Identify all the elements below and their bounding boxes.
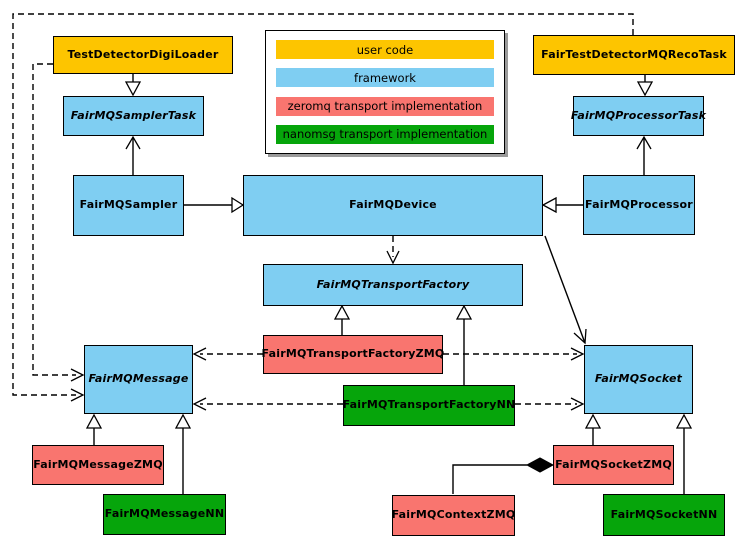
inheritance-arrow-recotask-processortask bbox=[636, 75, 654, 97]
association-arrow-processor-processortask bbox=[636, 135, 652, 175]
legend-label: framework bbox=[354, 70, 416, 85]
composition-diamond-socketzmq-contextzmq bbox=[452, 457, 555, 494]
dependency-arrow-loader-message bbox=[32, 63, 85, 382]
dependency-arrow-factorynn-socket bbox=[515, 397, 585, 411]
class-box-fairmqsamplertask: FairMQSamplerTask bbox=[63, 96, 204, 136]
inheritance-arrow-processor-device bbox=[541, 196, 583, 214]
legend-item-nanomsg: nanomsg transport implementation bbox=[276, 124, 494, 144]
legend-item-zeromq: zeromq transport implementation bbox=[276, 96, 494, 116]
class-box-fairmqdevice: FairMQDevice bbox=[243, 175, 543, 236]
legend-label: zeromq transport implementation bbox=[287, 99, 483, 114]
dependency-arrow-factorynn-message bbox=[192, 397, 343, 411]
class-box-fairmqtransportfactorynn: FairMQTransportFactoryNN bbox=[343, 385, 515, 426]
class-box-fairmqtransportfactoryzmq: FairMQTransportFactoryZMQ bbox=[262, 335, 444, 374]
class-box-fairtestdetectormqrecotask: FairTestDetectorMQRecoTask bbox=[533, 35, 735, 75]
class-box-fairmqmessagezmq: FairMQMessageZMQ bbox=[32, 445, 164, 485]
class-box-fairmqsocket: FairMQSocket bbox=[584, 345, 693, 414]
class-box-fairmqmessage: FairMQMessage bbox=[84, 345, 193, 414]
association-arrow-device-socket bbox=[544, 235, 587, 345]
inheritance-arrow-sampler-device bbox=[184, 196, 245, 214]
class-box-fairmqsocketnn: FairMQSocketNN bbox=[603, 494, 725, 536]
dependency-arrow-recotask-message bbox=[12, 13, 634, 402]
class-box-fairmqtransportfactory: FairMQTransportFactory bbox=[263, 264, 523, 306]
dependency-arrow-device-factory bbox=[386, 236, 400, 265]
inheritance-arrow-messagezmq-message bbox=[85, 413, 103, 445]
inheritance-arrow-socketzmq-socket bbox=[584, 413, 602, 445]
legend-item-user-code: user code bbox=[276, 40, 494, 59]
association-arrow-sampler-samplertask bbox=[125, 135, 141, 175]
legend-label: nanomsg transport implementation bbox=[282, 127, 488, 142]
class-box-fairmqmessagenn: FairMQMessageNN bbox=[103, 494, 226, 535]
inheritance-arrow-messagenn-message bbox=[174, 413, 192, 494]
legend-box: user code framework zeromq transport imp… bbox=[265, 30, 505, 154]
class-box-testdetectordigiloader: TestDetectorDigiLoader bbox=[53, 36, 233, 74]
class-box-fairmqcontextzmq: FairMQContextZMQ bbox=[392, 495, 515, 536]
inheritance-arrow-factoryzmq-factory bbox=[333, 304, 351, 335]
class-box-fairmqsampler: FairMQSampler bbox=[73, 175, 184, 236]
class-box-fairmqprocessor: FairMQProcessor bbox=[583, 175, 695, 235]
dependency-arrow-factoryzmq-socket bbox=[443, 347, 585, 361]
inheritance-arrow-factorynn-factory bbox=[455, 304, 473, 385]
class-box-fairmqsocketzmq: FairMQSocketZMQ bbox=[553, 445, 674, 485]
legend-label: user code bbox=[356, 42, 414, 57]
inheritance-arrow-socketnn-socket bbox=[675, 413, 693, 494]
dependency-arrow-factoryzmq-message bbox=[192, 347, 263, 361]
inheritance-arrow-loader-samplertask bbox=[124, 74, 142, 97]
legend-item-framework: framework bbox=[276, 68, 494, 88]
class-box-fairmqprocessortask: FairMQProcessorTask bbox=[571, 96, 706, 136]
